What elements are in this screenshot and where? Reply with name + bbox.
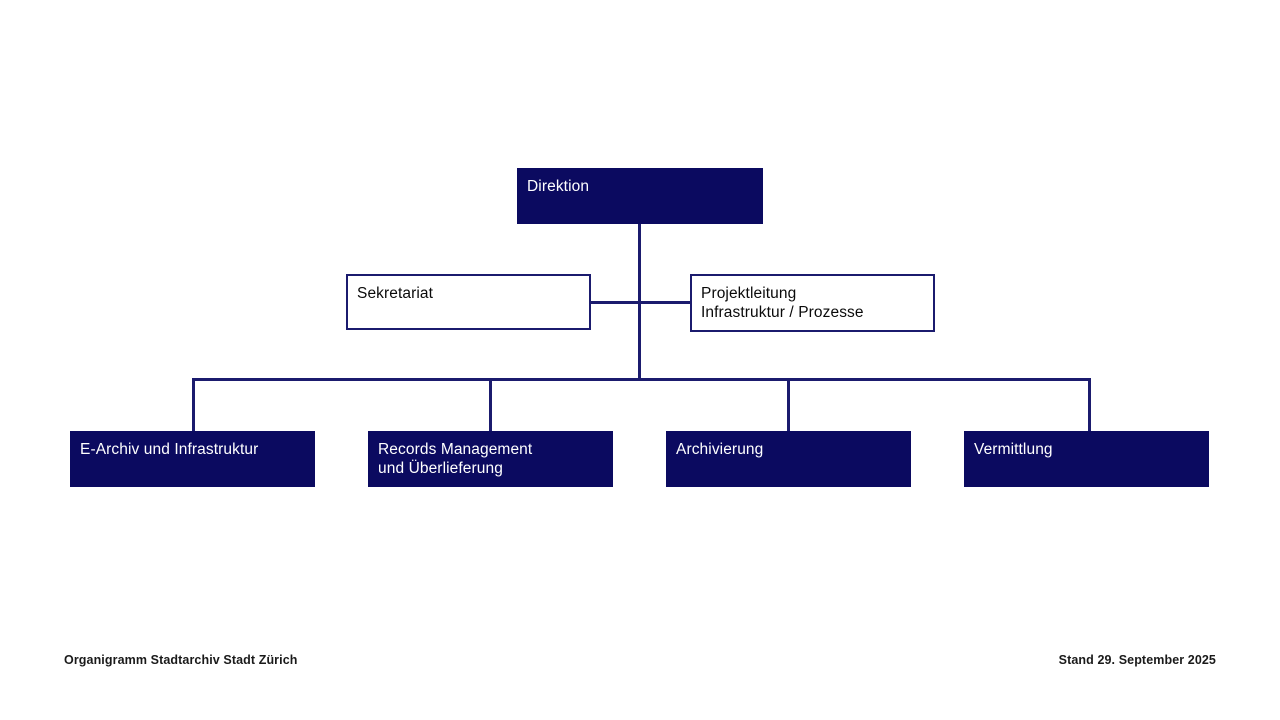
connector-drop-unit-3 bbox=[787, 378, 790, 431]
node-direktion[interactable]: Direktion bbox=[517, 168, 763, 224]
connector-distribution-bar bbox=[192, 378, 1091, 381]
node-archivierung[interactable]: Archivierung bbox=[666, 431, 911, 487]
connector-drop-unit-2 bbox=[489, 378, 492, 431]
connector-drop-unit-4 bbox=[1088, 378, 1091, 431]
node-records-management-und-ueberlieferung[interactable]: Records Management und Überlieferung bbox=[368, 431, 613, 487]
node-sekretariat[interactable]: Sekretariat bbox=[346, 274, 591, 330]
node-e-archiv-und-infrastruktur[interactable]: E-Archiv und Infrastruktur bbox=[70, 431, 315, 487]
connector-drop-unit-1 bbox=[192, 378, 195, 431]
node-vermittlung[interactable]: Vermittlung bbox=[964, 431, 1209, 487]
connector-staff-horizontal bbox=[589, 301, 692, 304]
footer-title: Organigramm Stadtarchiv Stadt Zürich bbox=[64, 653, 298, 667]
footer-date: Stand 29. September 2025 bbox=[1058, 653, 1216, 667]
node-vermittlung-label: Vermittlung bbox=[974, 441, 1053, 458]
node-projektleitung[interactable]: Projektleitung Infrastruktur / Prozesse bbox=[690, 274, 935, 332]
node-records-management-und-ueberlieferung-label: Records Management und Überlieferung bbox=[378, 441, 533, 477]
node-direktion-label: Direktion bbox=[527, 178, 590, 195]
node-archivierung-label: Archivierung bbox=[676, 441, 764, 458]
node-e-archiv-und-infrastruktur-label: E-Archiv und Infrastruktur bbox=[80, 441, 259, 458]
node-sekretariat-label: Sekretariat bbox=[357, 285, 434, 302]
node-projektleitung-label: Projektleitung Infrastruktur / Prozesse bbox=[701, 285, 864, 321]
